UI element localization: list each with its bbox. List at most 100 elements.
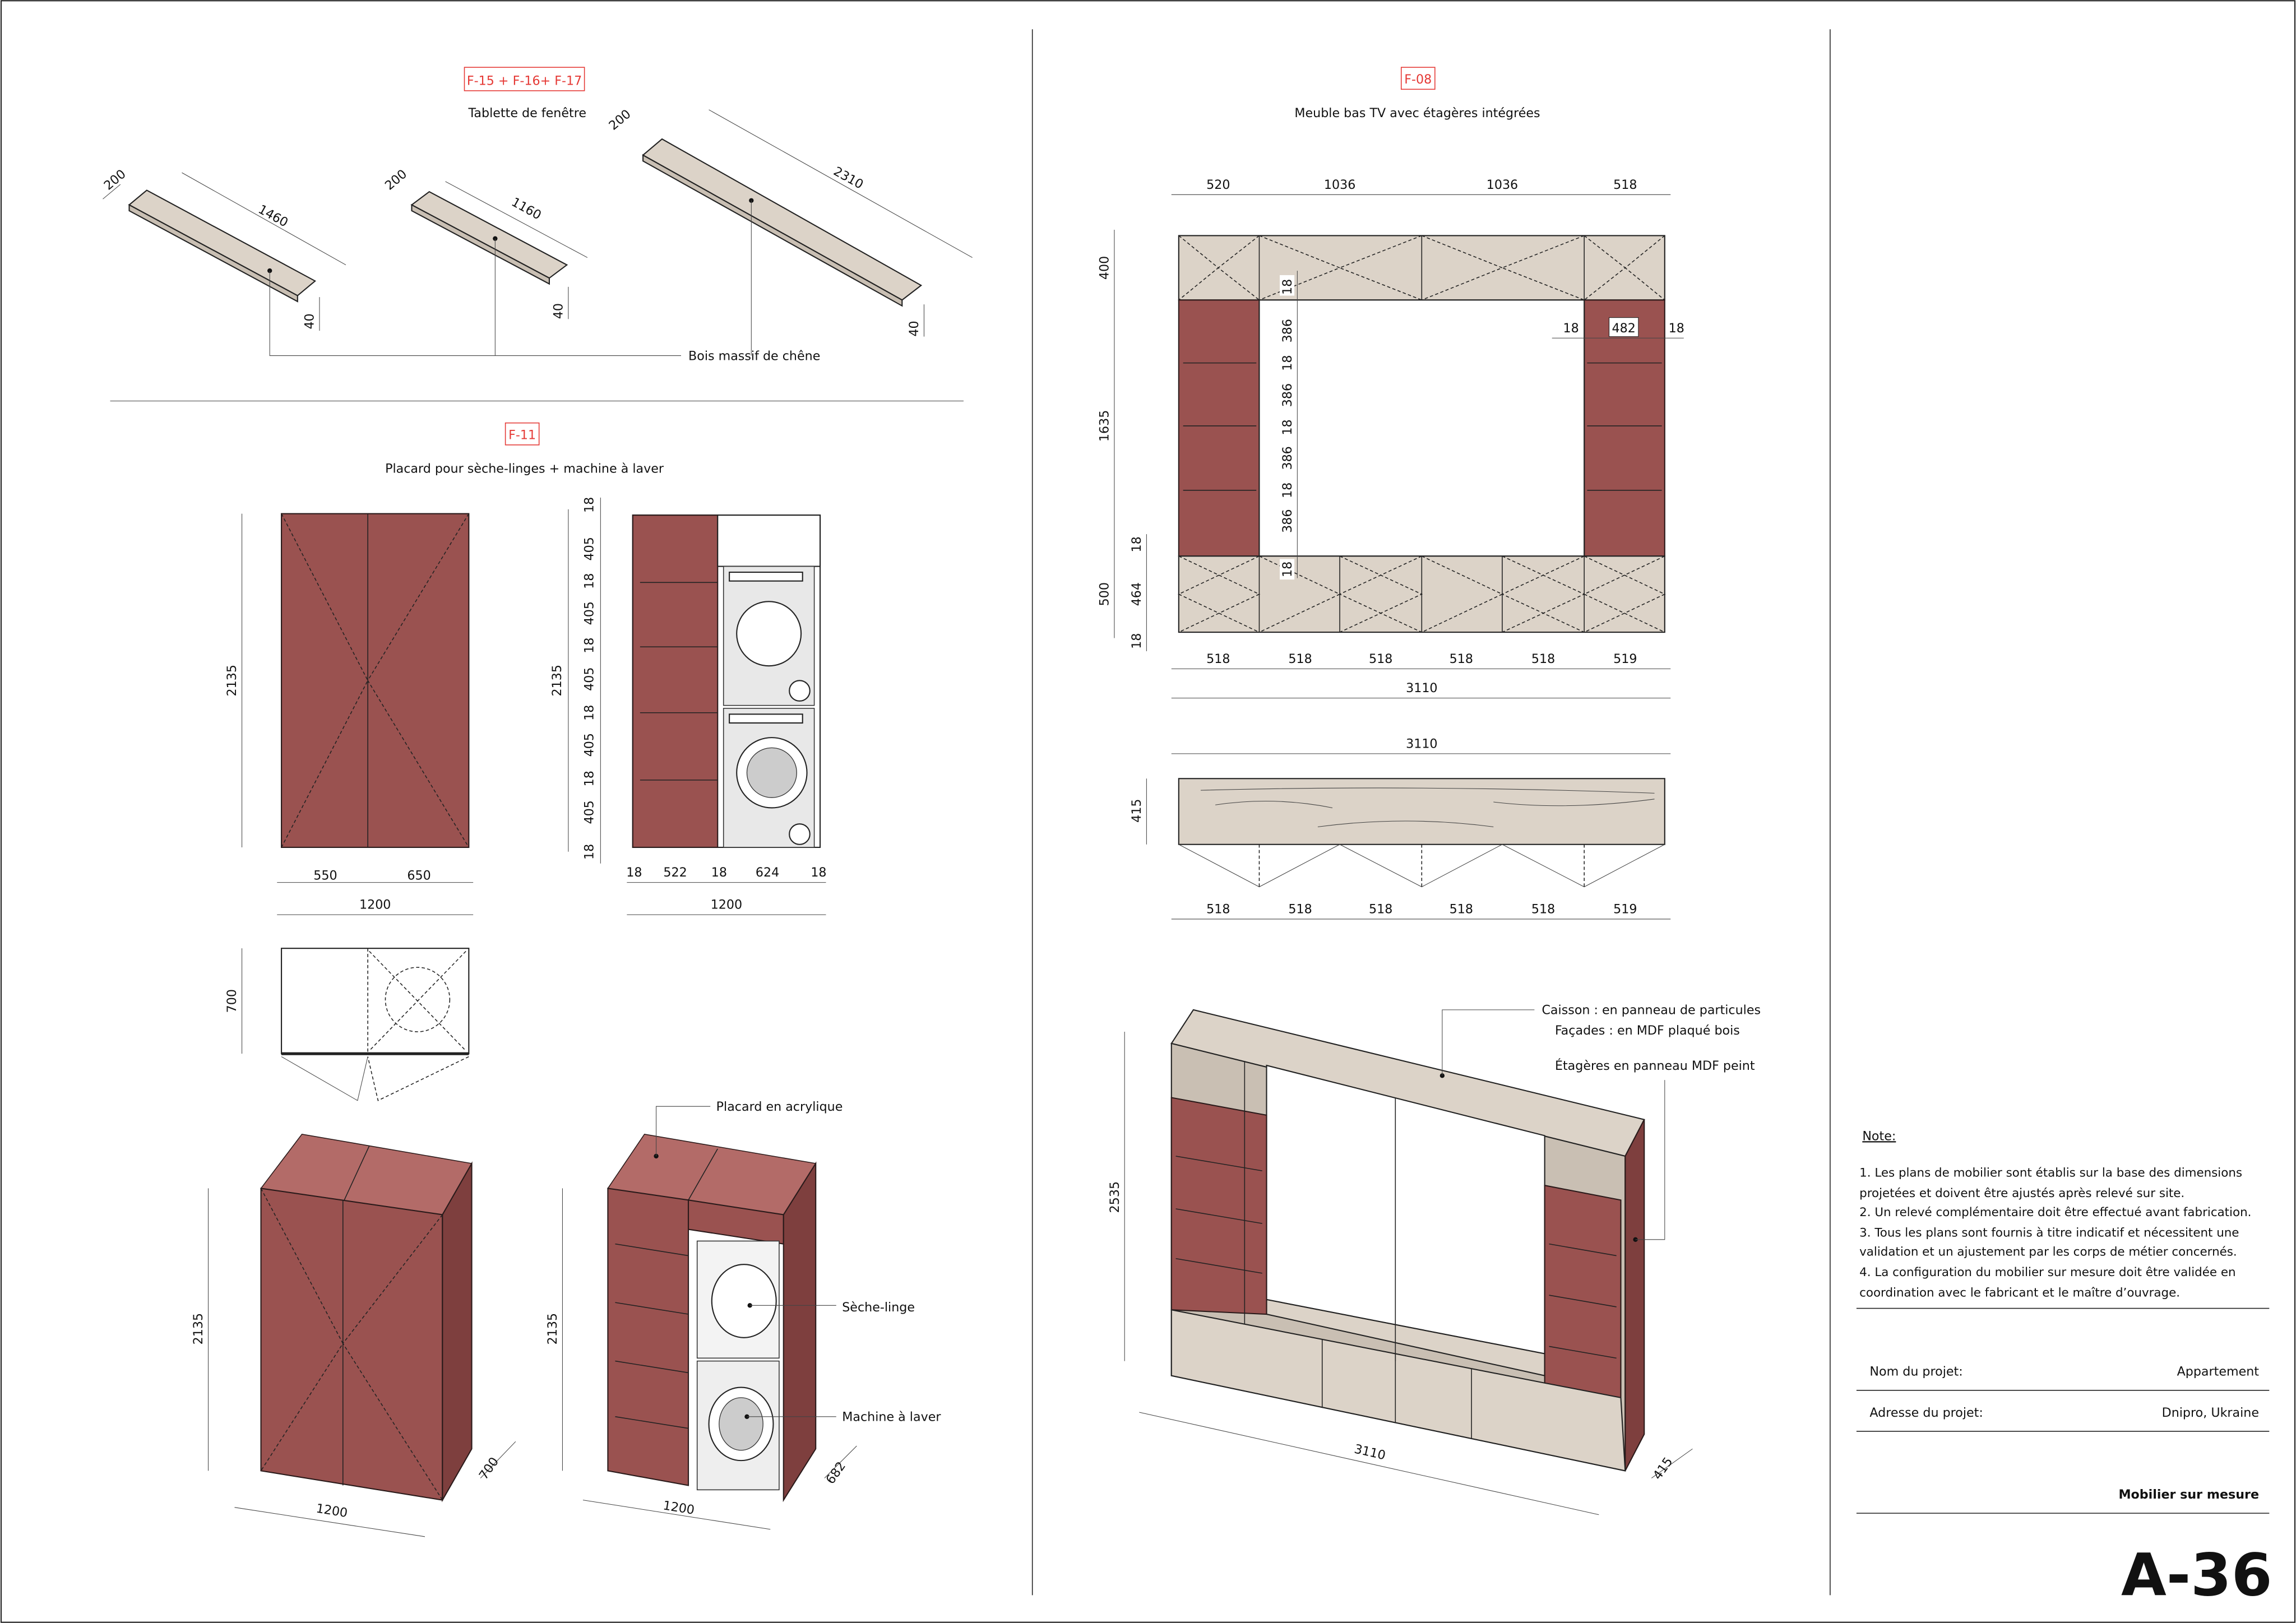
dim: 519 <box>1613 902 1637 916</box>
material-label: Bois massif de chêne <box>688 349 820 363</box>
front-left-dim: 550 <box>313 868 337 883</box>
dim: 18 <box>811 865 826 880</box>
dim: 18 <box>582 844 596 860</box>
front-right-dim: 650 <box>407 868 430 883</box>
caisson-label: Caisson : en panneau de particules <box>1542 1003 1761 1018</box>
plan-depth-dim: 415 <box>1130 799 1144 823</box>
dim: 518 <box>1206 652 1230 666</box>
dim: 386 <box>1280 509 1295 532</box>
dim: 18 <box>711 865 727 880</box>
f08-title: Meuble bas TV avec étagères intégrées <box>1294 106 1540 120</box>
notes-heading: Note: <box>1862 1129 1896 1143</box>
dim: 518 <box>1531 652 1555 666</box>
plank-2-thickness: 40 <box>551 303 566 319</box>
dim: 522 <box>663 865 687 880</box>
section-total-dim: 1200 <box>711 898 742 912</box>
plank-2: 1160 200 40 <box>382 166 588 319</box>
dim: 464 <box>1130 582 1144 606</box>
dryer-icon <box>723 565 815 706</box>
f11-plan-view: 700 <box>225 948 470 1101</box>
note-item: 2. Un relevé complémentaire doit être ef… <box>1859 1204 2252 1219</box>
etageres-label: Étagères en panneau MDF peint <box>1555 1058 1755 1073</box>
dryer-label: Sèche-linge <box>842 1300 915 1315</box>
project-address-label: Adresse du projet: <box>1869 1406 1983 1420</box>
dim: 405 <box>582 733 596 757</box>
dim: 1036 <box>1487 178 1518 192</box>
dim: 520 <box>1206 178 1230 192</box>
dim: 18 <box>582 497 596 513</box>
dim: 18 <box>1130 536 1144 552</box>
dim: 405 <box>582 667 596 690</box>
f08-iso-view: Caisson : en panneau de particules Façad… <box>1108 1003 1761 1515</box>
dim: 518 <box>1288 902 1312 916</box>
f11-tag: F-11 <box>508 428 536 442</box>
dim: 1036 <box>1324 178 1355 192</box>
title-block: Note: 1. Les plans de mobilier sont étab… <box>1856 1129 2284 1609</box>
dim: 624 <box>756 865 779 880</box>
dim: 518 <box>1206 902 1230 916</box>
dim: 400 <box>1097 256 1112 280</box>
f15-title: Tablette de fenêtre <box>468 106 586 120</box>
iso-height-dim: 2535 <box>1108 1181 1122 1213</box>
note-item: 4. La configuration du mobilier sur mesu… <box>1859 1264 2236 1299</box>
f15-tag-box <box>464 67 585 91</box>
f11-section: F-11 Placard pour sèche-linges + machine… <box>191 422 941 1537</box>
plan-width-dim: 3110 <box>1406 736 1437 751</box>
f11-iso-open: Placard en acrylique Sèche-linge Machine… <box>545 1100 941 1530</box>
f11-title: Placard pour sèche-linges + machine à la… <box>385 461 664 476</box>
plan-depth-dim: 700 <box>225 989 239 1013</box>
dim: 405 <box>582 537 596 560</box>
dim: 18 <box>626 865 642 880</box>
note-item: 1. Les plans de mobilier sont établis su… <box>1859 1165 2243 1200</box>
total-width-dim: 3110 <box>1406 681 1437 695</box>
dim: 518 <box>1531 902 1555 916</box>
dim: 500 <box>1097 582 1112 606</box>
f11-iso-closed: 2135 1200 700 <box>191 1133 516 1537</box>
iso-open-height: 2135 <box>545 1313 560 1344</box>
f08-plan-view: 3110 415 518 518 518 518 518 519 <box>1130 736 1671 920</box>
sheet-number: A-36 <box>2121 1541 2272 1609</box>
dim: 18 <box>1280 562 1295 577</box>
dim: 18 <box>582 637 596 653</box>
dim: 386 <box>1280 446 1295 470</box>
project-address: Dnipro, Ukraine <box>2162 1406 2259 1420</box>
washer-label: Machine à laver <box>842 1410 941 1425</box>
dim: 518 <box>1369 902 1392 916</box>
shelf-dims: 18 386 18 386 18 386 18 386 18 <box>1280 275 1295 580</box>
dim: 18 <box>582 573 596 589</box>
dim: 518 <box>1450 652 1473 666</box>
washer-icon <box>723 708 815 848</box>
acrylic-label: Placard en acrylique <box>716 1100 843 1114</box>
dim: 386 <box>1280 383 1295 407</box>
note-item: 3. Tous les plans sont fournis à titre i… <box>1859 1225 2239 1259</box>
dim: 18 <box>1280 483 1295 498</box>
plank-3-thickness: 40 <box>907 321 922 336</box>
f08-section: F-08 Meuble bas TV avec étagères intégré… <box>1097 67 1761 1515</box>
f11-section-view: 2135 18 405 18 405 18 405 18 405 18 405 … <box>550 497 827 915</box>
f15-tag: F-15 + F-16+ F-17 <box>467 73 582 88</box>
project-name-label: Nom du projet: <box>1869 1365 1962 1379</box>
dim: 18 <box>1280 419 1295 435</box>
dim: 18 <box>1280 279 1295 295</box>
notes-list: 1. Les plans de mobilier sont établis su… <box>1859 1163 2284 1302</box>
f08-front-elevation: 520 1036 1036 518 400 1635 500 18 464 18… <box>1097 178 1684 699</box>
f11-front-elevation: 2135 550 650 1200 <box>225 513 474 915</box>
f15-section: F-15 + F-16+ F-17 Tablette de fenêtre 14… <box>101 67 973 363</box>
dim: 518 <box>1450 902 1473 916</box>
iso-closed-height: 2135 <box>191 1313 206 1344</box>
sheet-title: Mobilier sur mesure <box>2118 1487 2259 1502</box>
dim: 18 <box>1280 355 1295 371</box>
dim: 518 <box>1369 652 1392 666</box>
front-total-dim: 1200 <box>359 898 391 912</box>
dim: 405 <box>582 800 596 824</box>
section-height-dim: 2135 <box>550 665 564 696</box>
dim: 18 <box>1130 633 1144 649</box>
dim: 18 <box>1669 321 1684 336</box>
front-height-dim: 2135 <box>225 665 239 696</box>
f08-tag: F-08 <box>1404 72 1432 87</box>
dim: 518 <box>1613 178 1637 192</box>
dim: 18 <box>582 705 596 721</box>
dim: 1635 <box>1097 410 1112 442</box>
dim: 519 <box>1613 652 1637 666</box>
